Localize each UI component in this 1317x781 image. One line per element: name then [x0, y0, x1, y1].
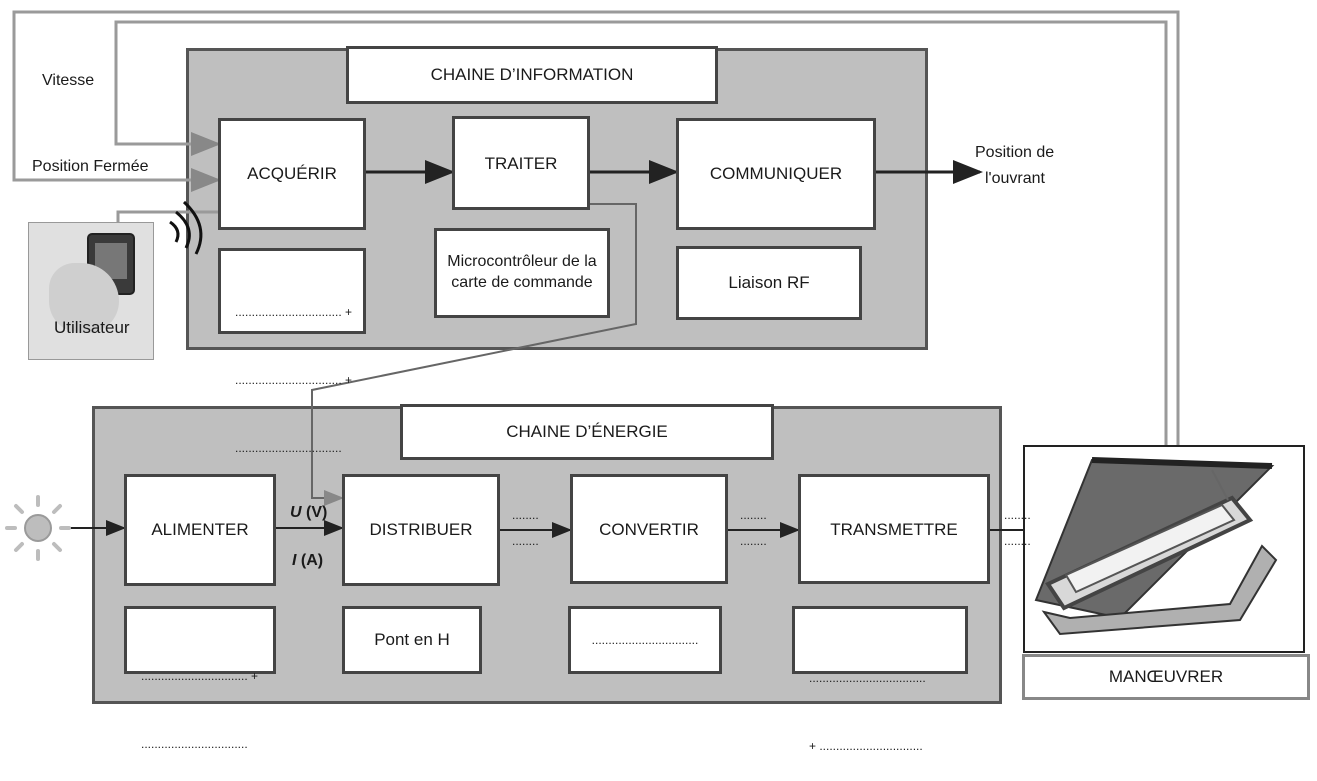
acquerir-slot-2: ................................ +	[235, 372, 353, 387]
acquerir-slot-1: ................................ +	[235, 304, 353, 319]
acquerir-slot-3: ................................	[235, 441, 342, 456]
traiter-component: Microcontrôleur de la carte de commande	[434, 228, 610, 318]
alimenter-slot-1: ................................ +	[141, 668, 259, 683]
vitesse-label: Vitesse	[42, 72, 95, 89]
sun-icon	[5, 495, 71, 561]
roof-window-icon	[1023, 445, 1305, 653]
acquerir-block: ACQUÉRIR	[218, 118, 366, 230]
communiquer-block: COMMUNIQUER	[676, 118, 876, 230]
user-label: Utilisateur	[54, 318, 130, 337]
wireless-arc-3	[182, 200, 203, 255]
manoeuvrer-box: MANŒUVRER	[1022, 654, 1310, 700]
flow-dots-3a: ........	[1004, 508, 1031, 522]
flow-u-unit: (V)	[306, 504, 328, 521]
alimenter-slot-2: ................................	[141, 736, 248, 751]
feedback-line-position	[12, 10, 1180, 446]
order-line	[311, 203, 637, 506]
communiquer-component: Liaison RF	[676, 246, 862, 320]
flow-u-symbol: U	[290, 504, 302, 521]
flow-dots-2a: ........	[740, 508, 767, 522]
user-remote-photo	[28, 222, 154, 360]
transmettre-slot-2: + ...............................	[809, 738, 923, 753]
convertir-component: ................................	[568, 606, 722, 674]
distribuer-block: DISTRIBUER	[342, 474, 500, 586]
alimenter-block: ALIMENTER	[124, 474, 276, 586]
position-ouvrant-label-2: l'ouvrant	[985, 170, 1045, 187]
wireless-arc-2	[175, 210, 191, 249]
energy-chain-title: CHAINE D’ÉNERGIE	[400, 404, 774, 460]
flow-dots-1a: ........	[512, 508, 539, 522]
position-ouvrant-label-1: Position de	[975, 144, 1055, 161]
flow-i-symbol: I	[292, 552, 297, 569]
flow-dots-1b: ........	[512, 534, 539, 548]
convertir-block: CONVERTIR	[570, 474, 728, 584]
traiter-block: TRAITER	[452, 116, 590, 210]
info-chain-title: CHAINE D’INFORMATION	[346, 46, 718, 104]
hand-icon	[49, 263, 119, 333]
flow-dots-2b: ........	[740, 534, 767, 548]
acquerir-components: ................................ + .....…	[218, 248, 366, 455]
flow-i-label: I (A)	[292, 552, 323, 570]
position-fermee-label: Position Fermée	[32, 158, 149, 175]
distribuer-component: Pont en H	[342, 606, 482, 674]
flow-dots-3b: ........	[1004, 534, 1031, 548]
alimenter-components: ................................ + .....…	[124, 606, 276, 751]
wireless-arc-1	[169, 220, 180, 243]
connections-layer	[5, 10, 1305, 653]
transmettre-slot-1: ...................................	[809, 670, 926, 685]
feedback-line-vitesse	[114, 20, 1168, 446]
traiter-component-label: Microcontrôleur de la carte de commande	[447, 253, 597, 291]
flow-i-unit: (A)	[300, 552, 324, 569]
transmettre-block: TRANSMETTRE	[798, 474, 990, 584]
flow-u-label: U (V)	[290, 504, 327, 522]
transmettre-components: ................................... + ..…	[792, 606, 968, 753]
